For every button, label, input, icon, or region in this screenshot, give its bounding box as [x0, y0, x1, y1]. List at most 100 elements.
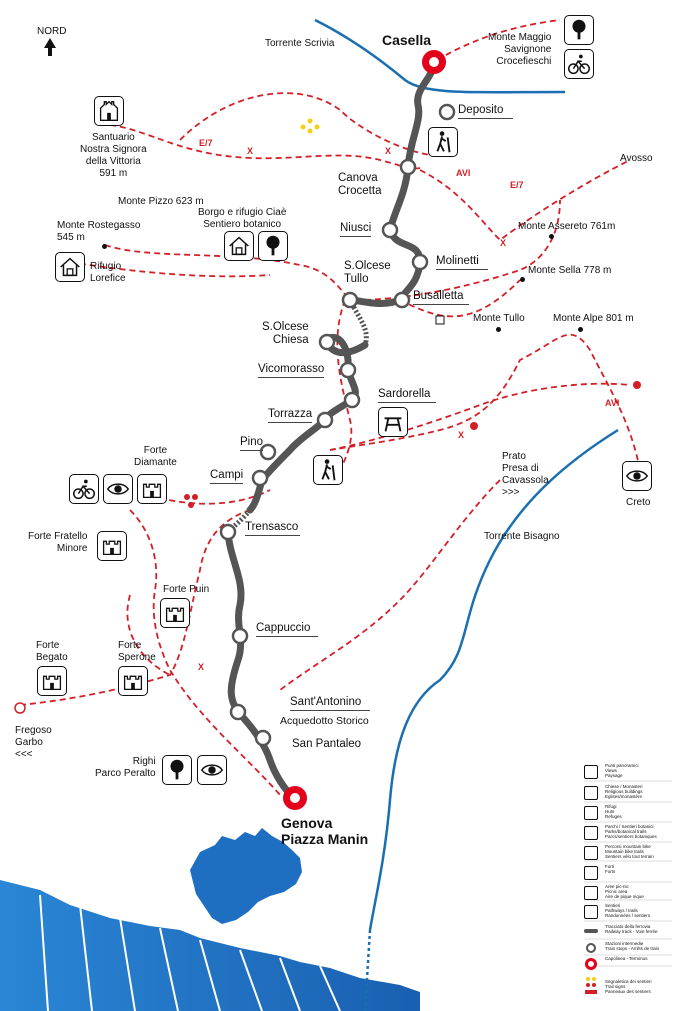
label-monte-pizzo: Monte Pizzo 623 m: [118, 196, 204, 207]
station-san-pantaleo: San Pantaleo: [292, 738, 362, 750]
label-monte-assereto: Monte Assereto 761m: [518, 221, 616, 232]
station-campi: Campi: [210, 469, 244, 484]
legend-item: Capolinea - Terminus: [584, 956, 674, 976]
terminus-genova: [283, 786, 307, 810]
eye-icon: [103, 474, 133, 504]
trail-creto: [329, 382, 631, 451]
hiker-icon: [584, 905, 598, 919]
station-cappuccio: Cappuccio: [256, 622, 318, 637]
trail-mark-avi: AVI: [605, 398, 620, 408]
station-solcese-tullo: S.Olcese Tullo: [344, 260, 391, 285]
legend-item: Aree pic-nic Picnic area Aire de pique n…: [584, 884, 674, 904]
station-trensasco: Trensasco: [245, 521, 300, 536]
bike-icon: [564, 49, 594, 79]
label-fregoso: Fregoso Garbo <<<: [15, 725, 52, 760]
label-santuario: Santuario Nostra Signora della Vittoria …: [80, 132, 147, 179]
trail-mark-x: X: [247, 146, 254, 156]
sea-harbor: [0, 880, 420, 1011]
hiker-icon: [313, 455, 343, 485]
station-vicomorasso: Vicomorasso: [258, 363, 325, 378]
trail-e7-east: [419, 159, 631, 242]
label-righi: Righi Parco Peralto: [95, 756, 156, 779]
house-icon: [224, 231, 254, 261]
legend-item: Stazioni intermedie Train stops - Arrêts…: [584, 941, 674, 961]
peak-dot: [520, 277, 525, 282]
terminus-icon: [585, 958, 597, 970]
label-monte-alpe: Monte Alpe 801 m: [553, 313, 634, 324]
trail-mark-e7: E/7: [510, 180, 524, 190]
label-monte-rostegasso: Monte Rostegasso 545 m: [57, 220, 141, 243]
legend-item: Chiese / Monasteri Religious buildings E…: [584, 784, 674, 804]
river-scrivia: [314, 18, 566, 94]
label-prato-presa: Prato Presa di Cavassola >>>: [502, 451, 549, 498]
station-pino: Pino: [240, 436, 264, 451]
label-avosso: Avosso: [620, 153, 653, 164]
trail-signs-icon: [584, 975, 598, 997]
fort-icon: [137, 474, 167, 504]
label-forte-begato: Forte Begato: [36, 640, 68, 663]
station-sant-antonino: Sant'Antonino: [290, 696, 370, 711]
trail-alpe: [329, 333, 641, 471]
label-forte-fratello: Forte Fratello Minore: [28, 531, 88, 554]
trail-sella: [399, 279, 521, 318]
trail-mark-x: X: [458, 430, 465, 440]
tree-icon: [564, 15, 594, 45]
label-rifugio-lorefice: Rifugio Lorefice: [90, 261, 126, 284]
label-forte-sperone: Forte Sperone: [118, 640, 156, 663]
hiker-icon: [428, 127, 458, 157]
label-forte-diamante: Forte Diamante: [134, 445, 177, 468]
eye-icon: [584, 765, 598, 779]
fort-icon: [584, 866, 598, 880]
peak-dot: [102, 244, 107, 249]
picnic-icon: [378, 407, 408, 437]
station-genova: Genova Piazza Manin: [281, 815, 369, 847]
legend-item: Tracciato della ferrovia Railway track -…: [584, 924, 674, 944]
trail-mark-x: X: [500, 238, 507, 248]
label-monte-tullo: Monte Tullo: [473, 313, 525, 324]
trail-santuario: [109, 124, 421, 170]
label-torrente-bisagno: Torrente Bisagno: [484, 531, 560, 542]
church-icon: [584, 786, 598, 800]
station-torrazza: Torrazza: [268, 408, 313, 423]
fort-icon: [118, 666, 148, 696]
north-label: NORD: [37, 26, 67, 37]
label-borgo-ciae: Borgo e rifugio Ciaè Sentiero botanico: [198, 207, 287, 230]
house-icon: [55, 252, 85, 282]
legend-item: Segnaletica dei sentieri Trail signs Pan…: [584, 973, 674, 999]
label-creto: Creto: [626, 497, 651, 508]
station-acquedotto: Acquedotto Storico: [280, 715, 369, 727]
trail-tullo-loop: [336, 299, 353, 471]
trail-mark-x: X: [198, 662, 205, 672]
station-deposito: Deposito: [458, 104, 513, 119]
eye-icon: [622, 461, 652, 491]
label-forte-puin: Forte Puin: [163, 584, 210, 595]
tree-icon: [584, 826, 598, 840]
legend-item: Percorsi mountain bike Mountain bike tra…: [584, 844, 674, 864]
station-canova-crocetta: Canova Crocetta: [338, 172, 382, 197]
tree-icon: [162, 755, 192, 785]
house-icon: [584, 806, 598, 820]
label-monte-maggio: Monte Maggio Savignone Crocefieschi: [488, 32, 552, 67]
legend-item: Forti Forts: [584, 864, 674, 884]
station-molinetti: Molinetti: [436, 255, 488, 270]
trail-mark-avi: AVI: [456, 168, 471, 178]
church-icon: [94, 96, 124, 126]
legend-item: Parchi / Sentieri botanici Parks/botanic…: [584, 824, 674, 844]
city-shape: [190, 828, 302, 924]
river-bisagno: [368, 428, 619, 931]
eye-icon: [197, 755, 227, 785]
trail-mark-x: X: [385, 146, 392, 156]
bike-icon: [584, 846, 598, 860]
picnic-icon: [584, 886, 598, 900]
station-sardorella: Sardorella: [378, 388, 436, 403]
fort-icon: [97, 531, 127, 561]
peak-dot: [549, 234, 554, 239]
trail-avosso: [179, 92, 431, 156]
rail-line-icon: [584, 929, 598, 933]
station-casella: Casella: [382, 32, 432, 48]
trail-mark-e7: E/7: [199, 138, 213, 148]
peak-dot: [496, 327, 501, 332]
station-solcese-chiesa: S.Olcese Chiesa: [262, 321, 309, 346]
trail-tullo: [354, 199, 561, 301]
